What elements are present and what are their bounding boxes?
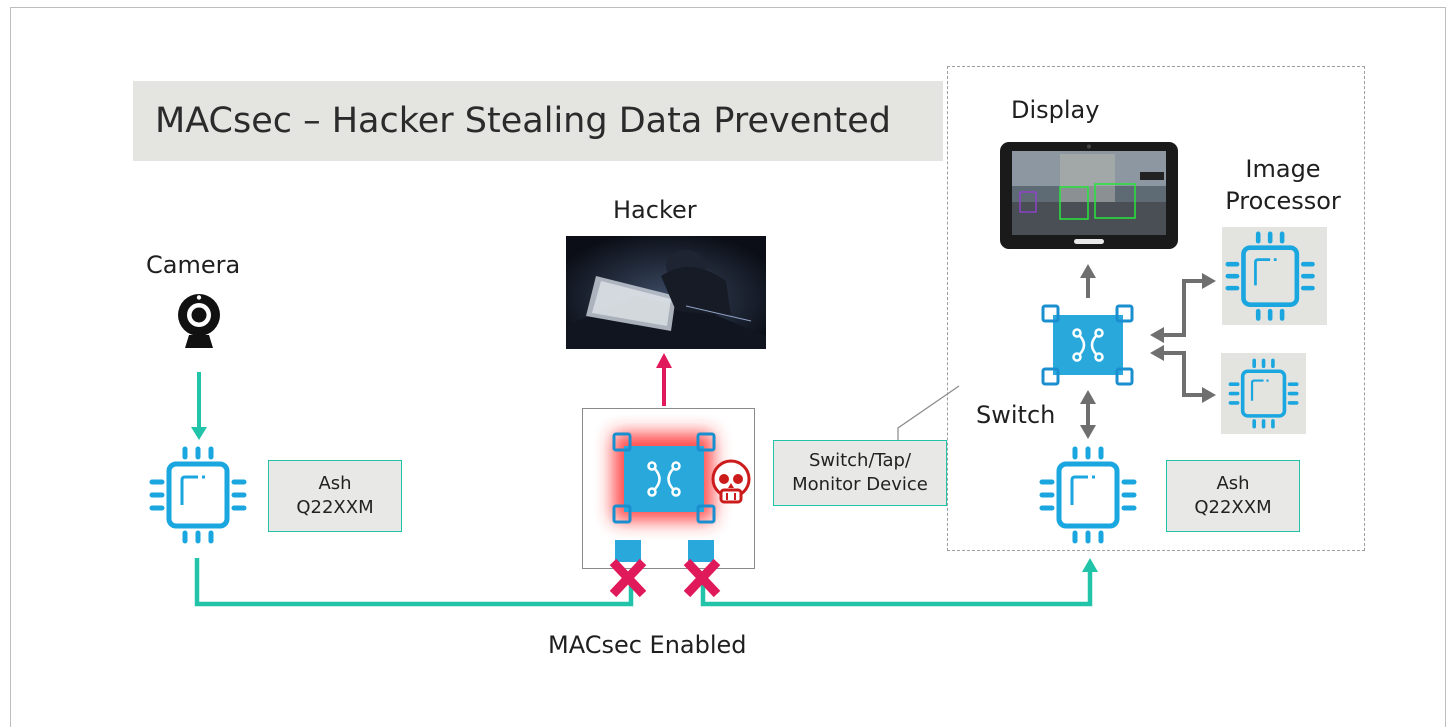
macsec-enabled-label: MACsec Enabled xyxy=(548,631,747,659)
left-soc-label-box: Ash Q22XXM xyxy=(268,460,402,532)
chip-icon xyxy=(1225,231,1315,321)
tablet-icon xyxy=(1000,142,1178,249)
callout-leader-line xyxy=(897,385,960,440)
receiver-group-boundary xyxy=(947,66,1365,551)
skull-icon xyxy=(711,459,751,504)
switch-to-image-processor-arrow xyxy=(1150,273,1216,343)
image-processor-label: Image Processor xyxy=(1225,155,1341,215)
blocked-x-icon xyxy=(609,558,647,598)
macsec-link-right xyxy=(700,558,1098,607)
left-soc-part: Q22XXM xyxy=(296,497,374,518)
right-soc-label-box: Ash Q22XXM xyxy=(1166,460,1300,532)
left-soc-name: Ash xyxy=(318,473,352,494)
chip-icon xyxy=(1039,446,1137,544)
camera-to-soc-arrow xyxy=(191,372,207,440)
chip-icon xyxy=(149,446,247,544)
slide-frame xyxy=(10,7,1446,727)
tap-device-line1: Switch/Tap/ xyxy=(808,450,912,471)
right-soc-name: Ash xyxy=(1216,473,1250,494)
blocked-x-icon xyxy=(683,558,721,598)
right-soc-part: Q22XXM xyxy=(1194,497,1272,518)
tap-device-label-box: Switch/Tap/ Monitor Device xyxy=(773,440,947,506)
slide-title-text: MACsec – Hacker Stealing Data Prevented xyxy=(155,101,891,141)
switch-to-display-arrow xyxy=(1080,264,1096,298)
slide-title: MACsec – Hacker Stealing Data Prevented xyxy=(133,81,943,161)
switch-to-secondary-chip-arrow xyxy=(1150,345,1216,403)
macsec-link-left xyxy=(194,558,634,607)
camera-label: Camera xyxy=(146,251,241,279)
switch-icon xyxy=(1041,304,1134,386)
tap-device-line2: Monitor Device xyxy=(792,474,928,495)
hacker-label: Hacker xyxy=(613,196,697,224)
switch-label: Switch xyxy=(976,401,1056,429)
hacker-photo xyxy=(566,236,766,349)
exfiltration-arrow xyxy=(656,353,672,406)
compromised-switch xyxy=(612,432,716,562)
webcam-icon xyxy=(178,294,220,348)
chip-icon xyxy=(1228,358,1299,429)
display-label: Display xyxy=(1011,96,1100,124)
switch-soc-bidirectional-arrow xyxy=(1080,390,1096,439)
